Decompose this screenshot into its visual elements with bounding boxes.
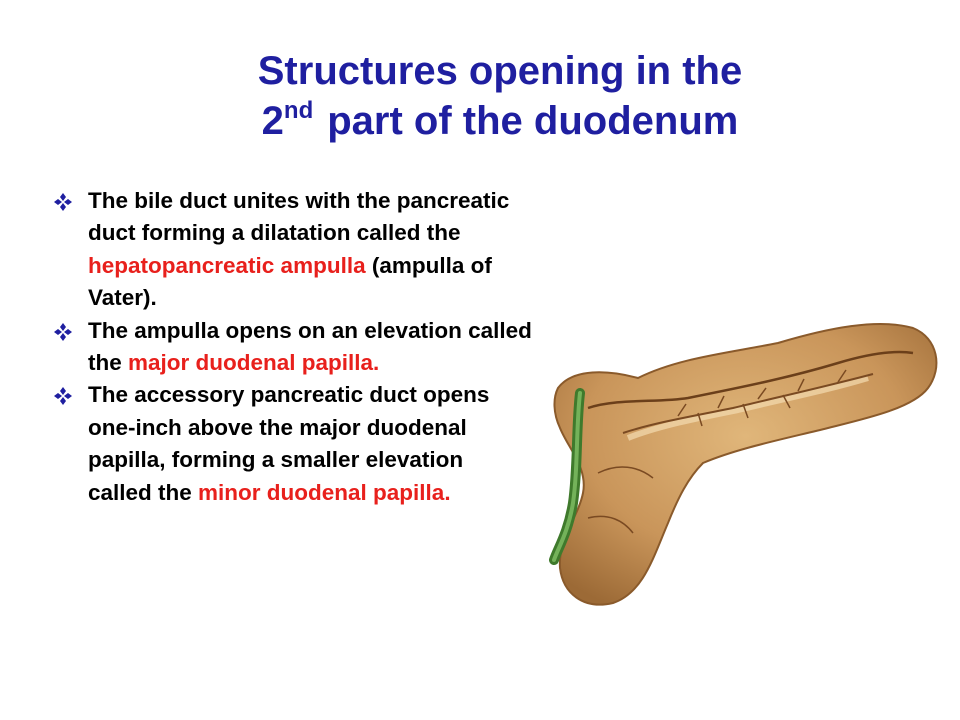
bullet-text: The bile duct unites with the pancreatic… xyxy=(88,188,510,246)
bullet-list: The bile duct unites with the pancreatic… xyxy=(52,185,532,509)
four-diamond-bullet-icon xyxy=(54,387,72,406)
title-line-1: Structures opening in the xyxy=(257,49,743,93)
bullet-text: The ampulla opens on an elevation called… xyxy=(88,317,532,376)
title-ordinal-number: 2 xyxy=(261,99,284,143)
title-ordinal-suffix: nd xyxy=(283,97,314,124)
bullet-item: The accessory pancreatic duct opens one-… xyxy=(52,379,532,509)
pancreas-illustration xyxy=(549,323,938,606)
title-line-2: 2nd part of the duodenum xyxy=(150,96,850,146)
pancreas-body xyxy=(553,323,938,606)
four-diamond-bullet-icon xyxy=(54,322,72,341)
slide-title: Structures opening in the 2nd part of the… xyxy=(150,46,850,146)
bile-duct-green xyxy=(549,388,585,565)
bullet-item: The ampulla opens on an elevation called… xyxy=(52,315,532,380)
bullet-highlight: major duodenal papilla. xyxy=(128,350,380,376)
title-line-2-rest: part of the duodenum xyxy=(327,99,739,143)
four-diamond-bullet-icon xyxy=(54,193,72,211)
bullet-item: The bile duct unites with the pancreatic… xyxy=(52,185,532,315)
bullet-text-end: (ampulla of Vater). xyxy=(88,252,492,311)
bullet-text: The accessory pancreatic duct opens one-… xyxy=(88,382,490,505)
bullet-highlight: hepatopancreatic ampulla xyxy=(88,252,366,278)
bullet-highlight: minor duodenal papilla. xyxy=(198,479,451,505)
